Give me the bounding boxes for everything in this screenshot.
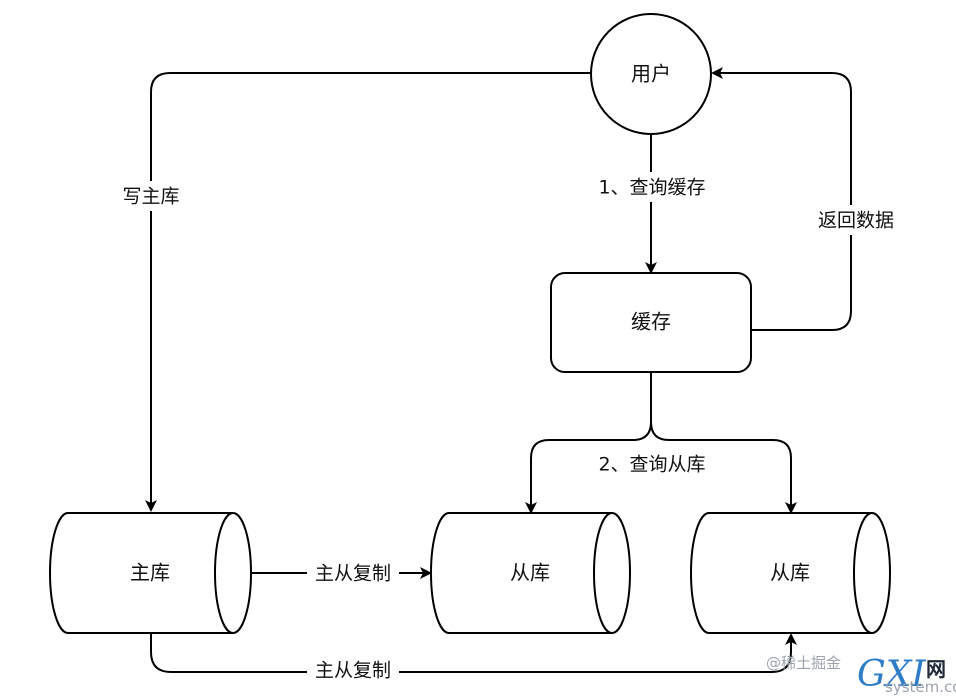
edge-replicate-2 xyxy=(150,633,797,673)
watermark-juejin: @稀土掘金 xyxy=(766,654,841,672)
label-write-master: 写主库 xyxy=(122,186,179,208)
label-query-slave: 2、查询从库 xyxy=(598,454,705,476)
edge-write-master xyxy=(145,72,591,512)
edge-query-slave-1 xyxy=(525,372,652,514)
watermark: @稀土掘金 GXI 网 system.com xyxy=(766,654,956,696)
node-slave-db-2-label: 从库 xyxy=(770,561,810,585)
edge-return-data xyxy=(711,67,852,331)
edge-labels: 写主库 1、查询缓存 返回数据 2、查询从库 主从复制 主从复制 xyxy=(112,172,902,686)
watermark-logo-suffix: 网 xyxy=(926,657,946,681)
watermark-logo-domain: system.com xyxy=(885,678,956,696)
node-user-label: 用户 xyxy=(631,62,671,86)
node-cache-label: 缓存 xyxy=(631,310,671,334)
node-user: 用户 xyxy=(590,13,712,135)
node-slave-db-2: 从库 xyxy=(690,512,891,634)
node-slave-db-1-label: 从库 xyxy=(510,561,550,585)
edge-query-slave-2 xyxy=(650,421,797,514)
node-master-db: 主库 xyxy=(49,512,252,634)
node-cache: 缓存 xyxy=(550,272,752,373)
watermark-logo-letters: GXI xyxy=(857,654,926,695)
label-query-cache: 1、查询缓存 xyxy=(598,177,705,199)
label-return-data: 返回数据 xyxy=(818,210,894,232)
label-replicate-1: 主从复制 xyxy=(315,563,391,585)
label-replicate-2: 主从复制 xyxy=(315,660,391,682)
node-slave-db-1: 从库 xyxy=(430,512,631,634)
node-master-db-label: 主库 xyxy=(130,561,170,585)
